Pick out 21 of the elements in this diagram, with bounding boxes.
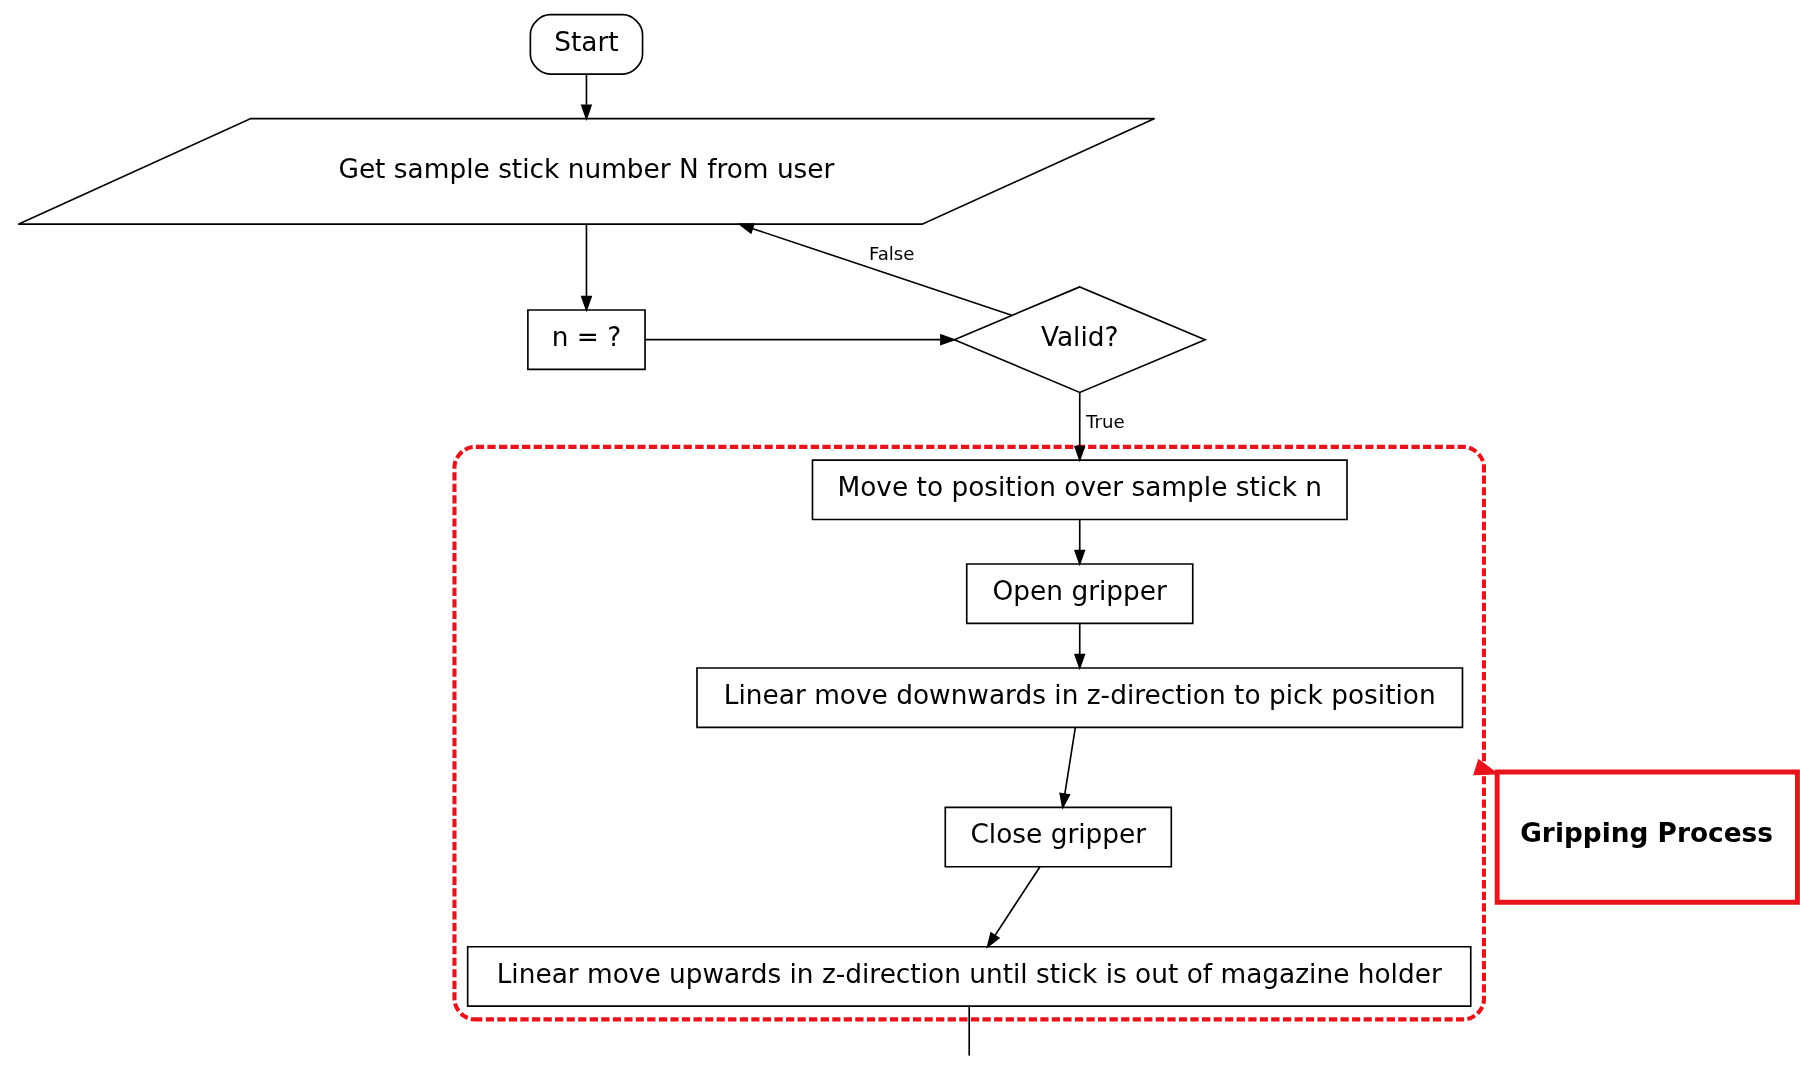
arrow	[1073, 519, 1086, 567]
arrow	[580, 223, 592, 313]
node-diamond: Valid?	[951, 286, 1207, 394]
node-box: n = ?	[526, 309, 646, 371]
edge-label: False	[868, 243, 914, 265]
arrow	[1073, 623, 1086, 671]
arrow	[1058, 726, 1076, 810]
connector	[967, 1005, 970, 1057]
arrow	[985, 866, 1041, 949]
arrow	[580, 73, 592, 121]
arrow	[736, 223, 1012, 317]
node-box: Close gripper	[943, 806, 1172, 868]
node-box: Linear move downwards in z-direction to pick position	[695, 667, 1463, 729]
node-box: Linear move upwards in z-direction until stick is out of magazine holder	[466, 945, 1472, 1007]
edge-label: True	[1085, 411, 1125, 433]
arrow	[1073, 391, 1086, 463]
node-box: Open gripper	[965, 563, 1194, 625]
arrow	[643, 333, 957, 346]
node-box: Move to position over sample stick n	[811, 459, 1348, 521]
node-box: Gripping Process	[1494, 769, 1800, 905]
node-box: Start	[529, 13, 643, 75]
